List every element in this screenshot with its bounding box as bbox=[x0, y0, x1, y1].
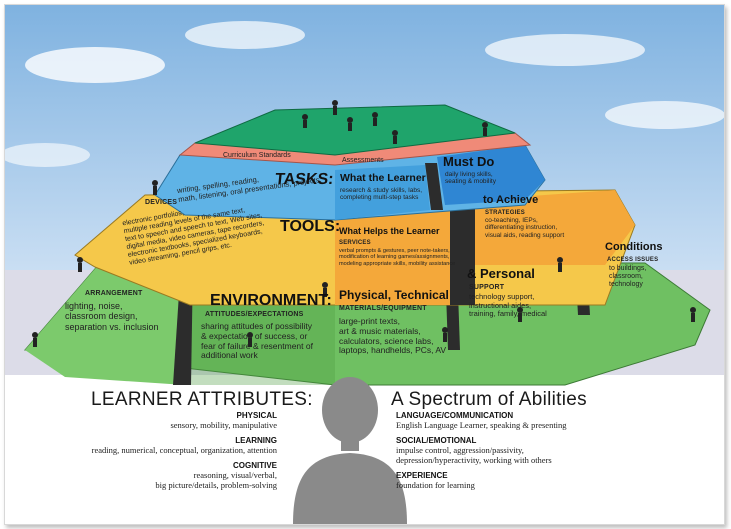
assessments-label: Assessments bbox=[342, 157, 384, 164]
cap-top bbox=[194, 104, 516, 156]
attribute-learning-heading: LEARNING bbox=[235, 436, 277, 445]
attributes-title-left: LEARNER ATTRIBUTES: bbox=[91, 389, 313, 410]
tools-right-title: to Achieve bbox=[483, 194, 539, 206]
tasks-center-title: What the Learner bbox=[340, 172, 426, 184]
attribute-cognitive-detail: reasoning, visual/verbal, big picture/de… bbox=[155, 470, 277, 490]
tasks-center-items: research & study skills, labs, completin… bbox=[340, 187, 423, 202]
pyramid-illustration bbox=[5, 5, 724, 524]
tools-title: TOOLS: bbox=[280, 218, 341, 235]
attribute-social-heading: SOCIAL/EMOTIONAL bbox=[396, 436, 477, 445]
attribute-learning-detail: reading, numerical, conceptual, organiza… bbox=[91, 445, 277, 455]
tasks-right-items: daily living skills, seating & mobility bbox=[445, 171, 496, 186]
attribute-language-heading: LANGUAGE/COMMUNICATION bbox=[396, 411, 514, 420]
learner-silhouette bbox=[293, 377, 407, 524]
attribute-experience-detail: foundation for learning bbox=[396, 480, 475, 490]
attribute-language-detail: English Language Learner, speaking & pre… bbox=[396, 420, 567, 430]
environment-right-sub: SUPPORT bbox=[469, 284, 505, 291]
attribute-experience-heading: EXPERIENCE bbox=[396, 471, 448, 480]
tools-center-sub: SERVICES bbox=[339, 240, 371, 246]
attribute-cognitive-heading: COGNITIVE bbox=[232, 461, 277, 470]
attribute-physical-heading: PHYSICAL bbox=[236, 411, 277, 420]
environment-title: ENVIRONMENT: bbox=[210, 292, 332, 309]
environment-far-items: to buildings, classroom, technology bbox=[609, 265, 647, 289]
tools-sub: DEVICES bbox=[145, 199, 178, 206]
environment-center-sub: MATERIALS/EQUIPMENT bbox=[339, 305, 427, 312]
tools-center-title: What Helps the Learner bbox=[339, 226, 440, 236]
environment-far-title: Conditions bbox=[605, 241, 663, 253]
environment-left-sub: ARRANGEMENT bbox=[85, 290, 143, 297]
environment-center-title: Physical, Technical bbox=[339, 288, 449, 302]
tools-center-items: verbal prompts & gestures, peer note-tak… bbox=[339, 248, 456, 267]
environment-right-items: technology support, instructional aides,… bbox=[469, 292, 547, 319]
environment-center-items: large-print texts, art & music materials… bbox=[339, 316, 447, 356]
curriculum-standards-label: Curriculum Standards bbox=[223, 152, 291, 159]
tools-right-sub: STRATEGIES bbox=[485, 210, 525, 216]
environment-items: sharing attitudes of possibility & expec… bbox=[201, 321, 313, 361]
tools-right-items: co-teaching, IEPs, differentiating instr… bbox=[485, 217, 565, 239]
environment-right-title: & Personal bbox=[467, 266, 535, 281]
attribute-physical-detail: sensory, mobility, manipulative bbox=[170, 420, 277, 430]
environment-far-sub: ACCESS ISSUES bbox=[607, 257, 659, 263]
poster: Curriculum Standards Assessments TASKS: … bbox=[4, 4, 725, 525]
attributes-title-right: A Spectrum of Abilities bbox=[391, 389, 587, 410]
environment-sub: ATTITUDES/EXPECTATIONS bbox=[205, 311, 304, 318]
tasks-right-title: Must Do bbox=[443, 154, 495, 169]
environment-left-items: lighting, noise, classroom design, separ… bbox=[65, 301, 159, 332]
attribute-social-detail: impulse control, aggression/passivity, d… bbox=[396, 445, 552, 465]
